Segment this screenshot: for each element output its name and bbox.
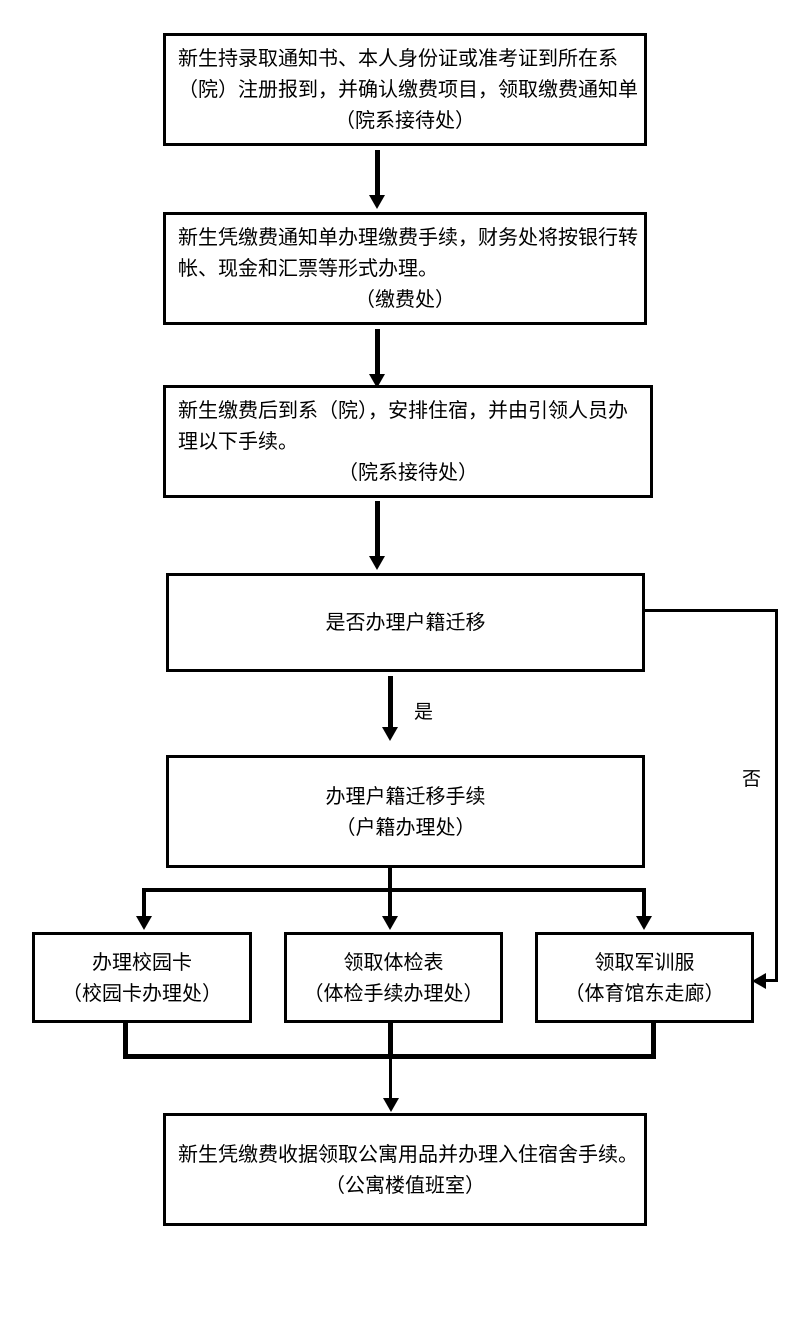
node-dorm-arrangement-line-2: 理以下手续。: [178, 429, 298, 453]
arrowhead-decision-yes: [382, 727, 398, 741]
node-decision-label: 是否办理户籍迁移: [325, 610, 486, 634]
arrowhead-dorm-arrangement-to-decision: [369, 556, 385, 570]
connector-registration-to-payment: [375, 150, 380, 198]
connector-payment-to-dorm-arrangement: [375, 329, 380, 377]
arrowhead-payment-to-dorm-arrangement: [369, 374, 385, 388]
node-campus-card-line-1: 办理校园卡: [92, 949, 192, 974]
arrowhead-merge-to-checkin: [383, 1098, 399, 1112]
node-household-transfer-step: 办理户籍迁移手续 （户籍办理处）: [166, 755, 645, 868]
connector-merge-to-checkin: [389, 1059, 392, 1103]
connector-fork-left: [142, 888, 146, 918]
node-dormitory-checkin-step: 新生凭缴费收据领取公寓用品并办理入住宿舍手续。 （公寓楼值班室）: [163, 1113, 647, 1226]
node-dorm-arrangement-line-3: （院系接待处）: [338, 460, 478, 484]
node-registration-line-1: 新生持录取通知书、本人身份证或准考证到所在系: [178, 46, 618, 70]
connector-dorm-arrangement-to-decision: [375, 501, 380, 557]
connector-fork-center: [388, 888, 392, 918]
node-household-transfer-line-2: （户籍办理处）: [335, 814, 476, 839]
node-medical-form-step: 领取体检表 （体检手续办理处）: [284, 932, 503, 1023]
connector-merge-center-stub: [388, 1023, 393, 1059]
node-registration-line-2: （院）注册报到，并确认缴费项目，领取缴费通知单: [178, 77, 638, 101]
edge-label-yes: 是: [414, 701, 434, 723]
connector-decision-no-horizontal-top: [645, 609, 778, 612]
node-payment-line-2: 帐、现金和汇票等形式办理。: [178, 256, 438, 280]
connector-merge-bar: [123, 1054, 656, 1059]
connector-decision-no-vertical: [775, 609, 778, 981]
node-payment-step: 新生凭缴费通知单办理缴费手续，财务处将按银行转 帐、现金和汇票等形式办理。 （缴…: [163, 212, 647, 325]
node-military-uniform-step: 领取军训服 （体育馆东走廊）: [535, 932, 754, 1023]
node-dorm-arrangement-line-1: 新生缴费后到系（院），安排住宿，并由引领人员办: [178, 398, 628, 422]
node-payment-line-3: （缴费处）: [355, 287, 455, 311]
connector-decision-yes: [388, 676, 393, 730]
connector-fork-stem: [388, 868, 392, 890]
connector-fork-right: [642, 888, 646, 918]
node-dorm-checkin-line-1: 新生凭缴费收据领取公寓用品并办理入住宿舍手续。: [178, 1141, 638, 1166]
node-campus-card-step: 办理校园卡 （校园卡办理处）: [32, 932, 252, 1023]
node-medical-form-line-2: （体检手续办理处）: [303, 980, 484, 1005]
connector-merge-right-stub: [651, 1023, 656, 1059]
arrowhead-fork-center: [382, 916, 398, 930]
node-medical-form-line-1: 领取体检表: [343, 949, 444, 974]
node-household-transfer-decision: 是否办理户籍迁移: [166, 573, 645, 672]
connector-fork-bar: [142, 888, 646, 892]
node-dormitory-arrangement-step: 新生缴费后到系（院），安排住宿，并由引领人员办 理以下手续。 （院系接待处）: [163, 385, 653, 498]
arrowhead-fork-left: [136, 916, 152, 930]
node-military-uniform-line-1: 领取军训服: [594, 949, 695, 974]
arrowhead-decision-no: [752, 973, 766, 989]
node-military-uniform-line-2: （体育馆东走廊）: [564, 980, 725, 1005]
node-campus-card-line-2: （校园卡办理处）: [62, 980, 222, 1005]
edge-label-no: 否: [742, 768, 762, 790]
arrowhead-registration-to-payment: [369, 195, 385, 209]
connector-merge-left-stub: [123, 1023, 128, 1059]
connector-decision-no-horizontal-bottom: [765, 979, 778, 982]
node-payment-line-1: 新生凭缴费通知单办理缴费手续，财务处将按银行转: [178, 225, 638, 249]
node-registration-line-3: （院系接待处）: [335, 108, 475, 132]
node-dorm-checkin-line-2: （公寓楼值班室）: [325, 1172, 485, 1197]
node-household-transfer-line-1: 办理户籍迁移手续: [325, 783, 486, 808]
arrowhead-fork-right: [636, 916, 652, 930]
node-registration-step: 新生持录取通知书、本人身份证或准考证到所在系 （院）注册报到，并确认缴费项目，领…: [163, 33, 647, 146]
